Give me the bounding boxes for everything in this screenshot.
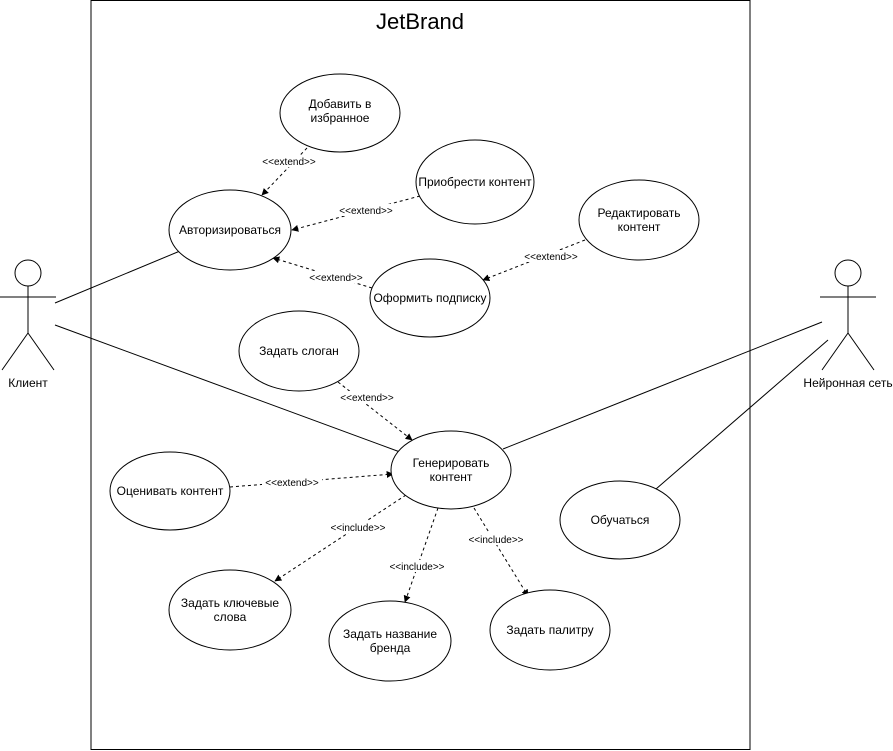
assoc-neural-generate [502, 321, 823, 450]
extend-subscribe-authorize [272, 256, 373, 289]
label-extend-6: <<extend>> [262, 476, 322, 489]
svg-text:<<extend>>: <<extend>> [265, 478, 319, 489]
svg-text:<<include>>: <<include>> [389, 562, 444, 573]
svg-text:Редактировать: Редактировать [598, 206, 681, 220]
label-include-3: <<include>> [465, 533, 527, 546]
svg-text:Задать палитру: Задать палитру [506, 623, 593, 637]
include-generate-palette [473, 507, 529, 597]
actor-client[interactable]: Клиент [0, 259, 56, 390]
svg-text:Генерировать: Генерировать [413, 456, 490, 470]
svg-text:<<extend>>: <<extend>> [340, 393, 394, 404]
svg-text:Авторизироваться: Авторизироваться [179, 223, 281, 237]
svg-text:<<extend>>: <<extend>> [339, 206, 393, 217]
svg-text:Оформить подписку: Оформить подписку [373, 291, 486, 305]
include-generate-keywords [274, 494, 407, 582]
svg-text:<<extend>>: <<extend>> [309, 273, 363, 284]
extend-favorites-authorize [261, 147, 308, 196]
usecase-set-keywords[interactable]: Задать ключевые слова [168, 569, 292, 651]
svg-text:слова: слова [214, 610, 247, 624]
svg-text:Оценивать контент: Оценивать контент [117, 484, 224, 498]
usecase-subscribe[interactable]: Оформить подписку [369, 258, 491, 338]
usecase-edit-content[interactable]: Редактировать контент [578, 179, 700, 261]
label-extend-3: <<extend>> [306, 271, 366, 284]
extend-slogan-generate [337, 381, 413, 441]
usecase-set-slogan[interactable]: Задать слоган [238, 310, 360, 392]
svg-text:Задать ключевые: Задать ключевые [181, 596, 279, 610]
usecase-generate-content[interactable]: Генерировать контент [390, 430, 512, 510]
svg-text:избранное: избранное [311, 111, 370, 125]
svg-text:<<include>>: <<include>> [468, 535, 523, 546]
usecase-add-favorites[interactable]: Добавить в избранное [279, 73, 401, 153]
actor-neural-network-label: Нейронная сеть [803, 376, 892, 390]
svg-text:Добавить в: Добавить в [309, 97, 372, 111]
label-extend-1: <<extend>> [259, 155, 319, 168]
label-extend-5: <<extend>> [337, 391, 397, 404]
usecase-buy-content[interactable]: Приобрести контент [415, 139, 535, 225]
svg-text:<<extend>>: <<extend>> [262, 157, 316, 168]
svg-text:Обучаться: Обучаться [591, 513, 650, 527]
label-extend-2: <<extend>> [336, 204, 396, 217]
system-title: JetBrand [376, 9, 464, 34]
usecase-rate-content[interactable]: Оценивать контент [109, 451, 231, 531]
svg-text:контент: контент [618, 220, 661, 234]
actor-client-label: Клиент [8, 376, 48, 390]
usecase-set-brand-name[interactable]: Задать название бренда [328, 600, 452, 682]
include-generate-brandname [403, 507, 439, 603]
usecase-learn[interactable]: Обучаться [559, 480, 681, 560]
assoc-client-authorize [54, 250, 181, 304]
assoc-neural-learn [655, 339, 829, 490]
svg-text:Приобрести контент: Приобрести контент [418, 175, 532, 189]
usecase-set-palette[interactable]: Задать палитру [489, 589, 611, 671]
svg-text:бренда: бренда [370, 641, 411, 655]
svg-text:<<include>>: <<include>> [330, 523, 385, 534]
svg-text:контент: контент [430, 470, 473, 484]
label-include-1: <<include>> [327, 521, 389, 534]
assoc-client-generate [54, 324, 401, 453]
usecase-authorize[interactable]: Авторизироваться [168, 189, 292, 271]
svg-text:Задать название: Задать название [343, 627, 437, 641]
label-include-2: <<include>> [386, 560, 448, 573]
svg-text:Задать слоган: Задать слоган [259, 344, 339, 358]
label-extend-4: <<extend>> [521, 250, 581, 263]
svg-text:<<extend>>: <<extend>> [524, 252, 578, 263]
actor-neural-network[interactable]: Нейронная сеть [803, 259, 893, 390]
